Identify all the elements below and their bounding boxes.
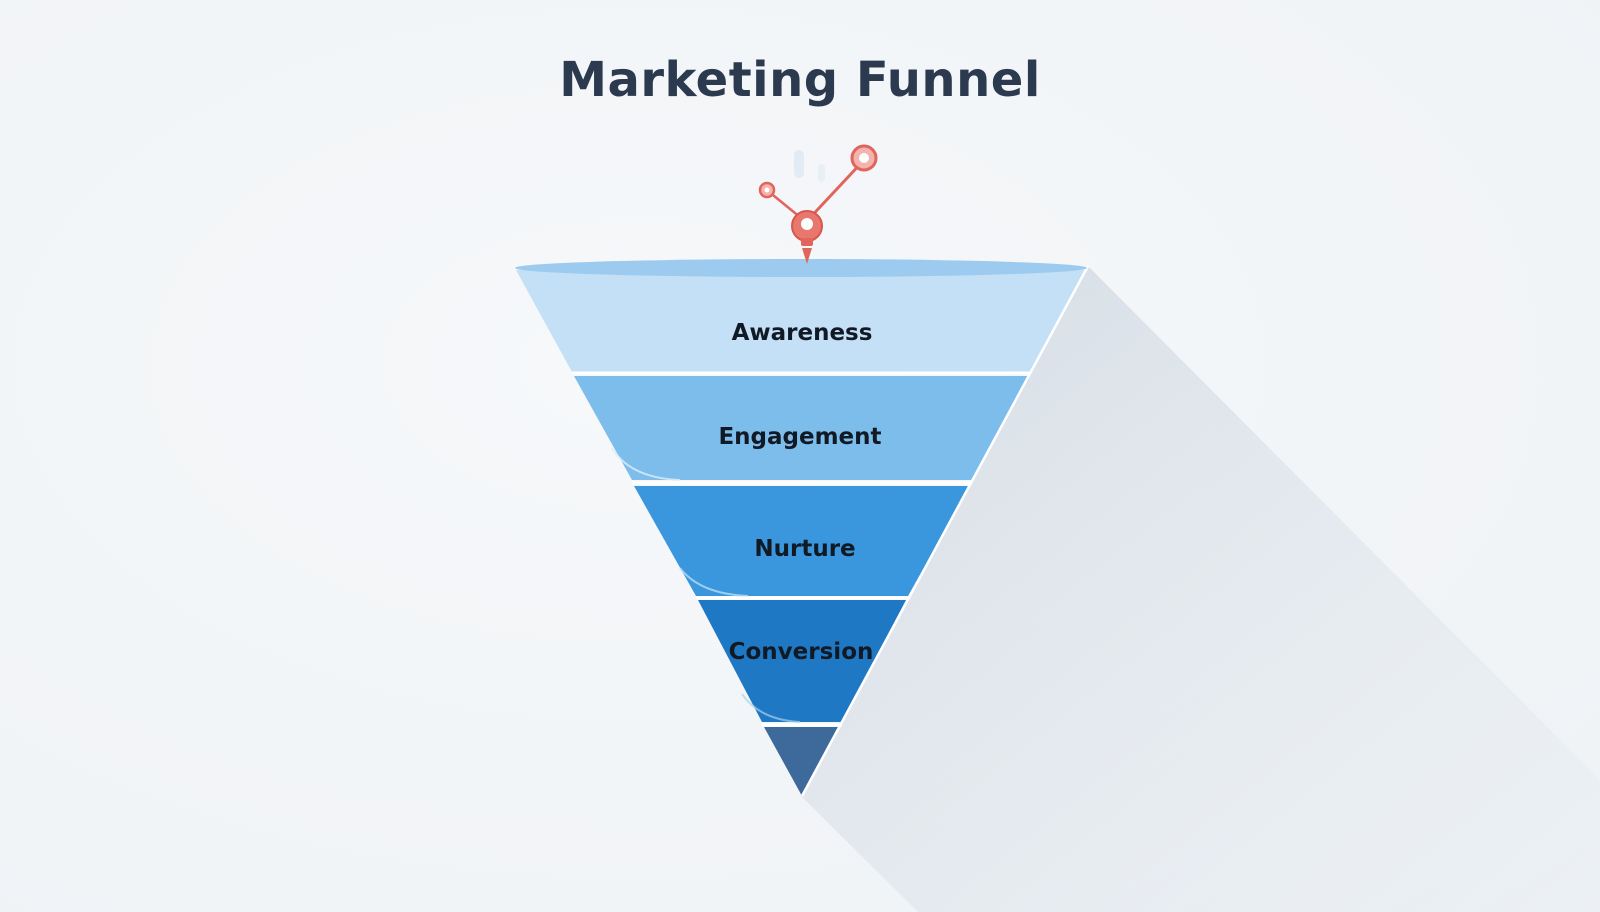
stage-dividers	[572, 371, 1030, 727]
funnel-stage-awareness[interactable]	[516, 270, 1086, 372]
page-title: Marketing Funnel	[559, 52, 1041, 108]
funnel-stage-nurture[interactable]	[634, 486, 970, 596]
stage-label-awareness: Awareness	[732, 320, 873, 346]
stage-label-nurture: Nurture	[754, 536, 855, 562]
funnel-stages	[516, 270, 1086, 796]
stage-label-engagement: Engagement	[718, 424, 881, 450]
funnel-stage-nurture-curve	[679, 567, 749, 597]
funnel-stage-engagement[interactable]	[574, 376, 1028, 480]
funnel-stage-conversion[interactable]	[698, 600, 906, 722]
funnel-stage-conversion-curve	[741, 693, 801, 723]
funnel-stage-final[interactable]	[764, 727, 840, 796]
stage-label-conversion: Conversion	[729, 639, 874, 665]
lightbulb-network-icon	[758, 144, 878, 264]
funnel-stage-engagement-curve	[611, 447, 681, 481]
funnel-rim	[515, 259, 1087, 277]
funnel-edge-highlight	[800, 265, 1090, 797]
funnel-shadow	[800, 266, 1600, 912]
